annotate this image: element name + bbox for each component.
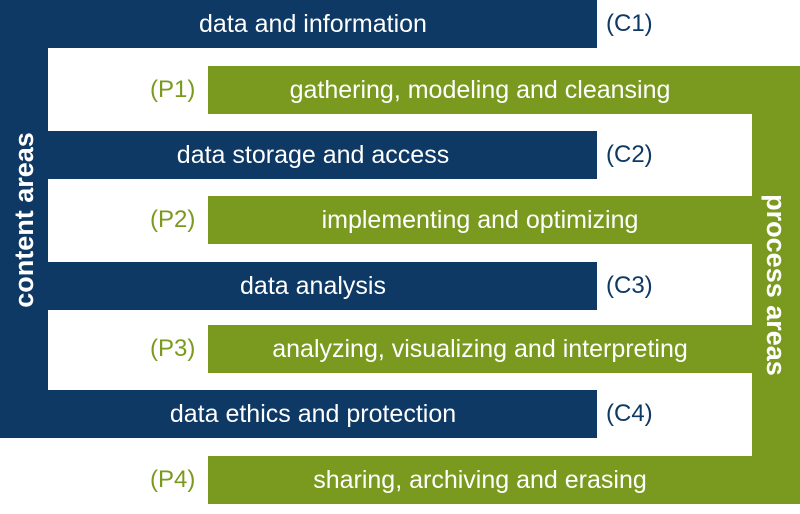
process-bar-p1	[208, 66, 800, 114]
content-label-c2: data storage and access	[176, 140, 450, 169]
process-label-p3: analyzing, visualizing and interpreting	[272, 334, 688, 363]
process-label-p4: sharing, archiving and erasing	[313, 465, 647, 494]
content-code-c2: (C2)	[606, 141, 653, 168]
content-bar-c2	[0, 131, 597, 179]
process-code-p2: (P2)	[150, 206, 196, 233]
content-label-c4: data ethics and protection	[169, 399, 457, 428]
process-bar-p4	[208, 456, 800, 504]
content-label-c1: data and information	[199, 9, 427, 38]
content-bar-c1	[0, 0, 597, 48]
process-code-p3: (P3)	[150, 335, 196, 362]
process-label-p1: gathering, modeling and cleansing	[289, 75, 671, 104]
process-code-p1: (P1)	[150, 76, 196, 103]
content-label-c3: data analysis	[240, 271, 386, 300]
process-label-p2: implementing and optimizing	[321, 205, 639, 234]
content-bar-c4	[0, 390, 597, 438]
content-code-c4: (C4)	[606, 400, 653, 427]
process-areas-title: process areas	[761, 194, 792, 376]
content-code-c1: (C1)	[606, 10, 653, 37]
process-bar-p3	[208, 325, 800, 373]
process-areas-spine	[752, 66, 800, 504]
content-code-c3: (C3)	[606, 272, 653, 299]
content-areas-spine	[0, 0, 48, 438]
process-bar-p2	[208, 196, 800, 244]
content-areas-title: content areas	[8, 132, 39, 308]
process-code-p4: (P4)	[150, 466, 196, 493]
content-bar-c3	[0, 262, 597, 310]
